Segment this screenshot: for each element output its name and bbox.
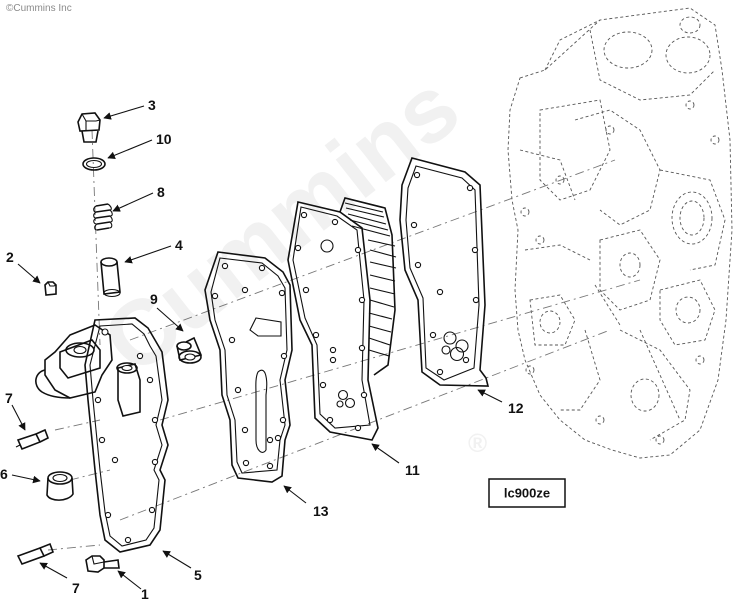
part-13-gasket: [204, 251, 293, 483]
copyright-text: ©Cummins Inc: [6, 3, 72, 14]
part-9-fitting: [176, 336, 203, 364]
callout-13: 13: [313, 503, 329, 519]
part-7-stud-lower: [16, 542, 55, 565]
callout-5: 5: [194, 567, 202, 583]
callout-labels: 3 10 8 4 2 9 7 6 7 1 5 13 11 12: [0, 97, 524, 600]
part-10-o-ring: [82, 157, 106, 171]
figure-code-box: lc900ze: [488, 478, 566, 508]
part-6-cap: [46, 471, 74, 501]
part-5-oil-cooler-housing: [35, 317, 169, 553]
part-11-oil-cooler-core: [287, 197, 397, 441]
part-7-stud-upper: [15, 428, 50, 451]
part-3-plug: [77, 112, 101, 143]
callout-2: 2: [6, 249, 14, 265]
callout-10: 10: [156, 131, 172, 147]
engine-block: [507, 7, 733, 459]
callout-7-upper: 7: [5, 390, 13, 406]
callout-9: 9: [150, 291, 158, 307]
callout-4: 4: [175, 237, 183, 253]
part-1-bolt: [85, 555, 120, 573]
figure-code-text: lc900ze: [504, 486, 550, 501]
watermark-registered-mark: ®: [468, 428, 487, 458]
callout-6: 6: [0, 466, 8, 482]
alignment-lines: [47, 129, 641, 551]
part-12-gasket: [399, 157, 490, 387]
part-2-plug: [44, 281, 57, 296]
callout-1: 1: [141, 586, 149, 600]
watermark: Cummins ®: [85, 55, 488, 458]
callout-7-lower: 7: [72, 580, 80, 596]
part-4-valve: [100, 257, 121, 298]
callout-12: 12: [508, 400, 524, 416]
callout-8: 8: [157, 184, 165, 200]
part-8-spring: [93, 203, 113, 231]
callout-leaders: [11, 105, 503, 590]
callout-3: 3: [148, 97, 156, 113]
callout-11: 11: [405, 462, 420, 478]
